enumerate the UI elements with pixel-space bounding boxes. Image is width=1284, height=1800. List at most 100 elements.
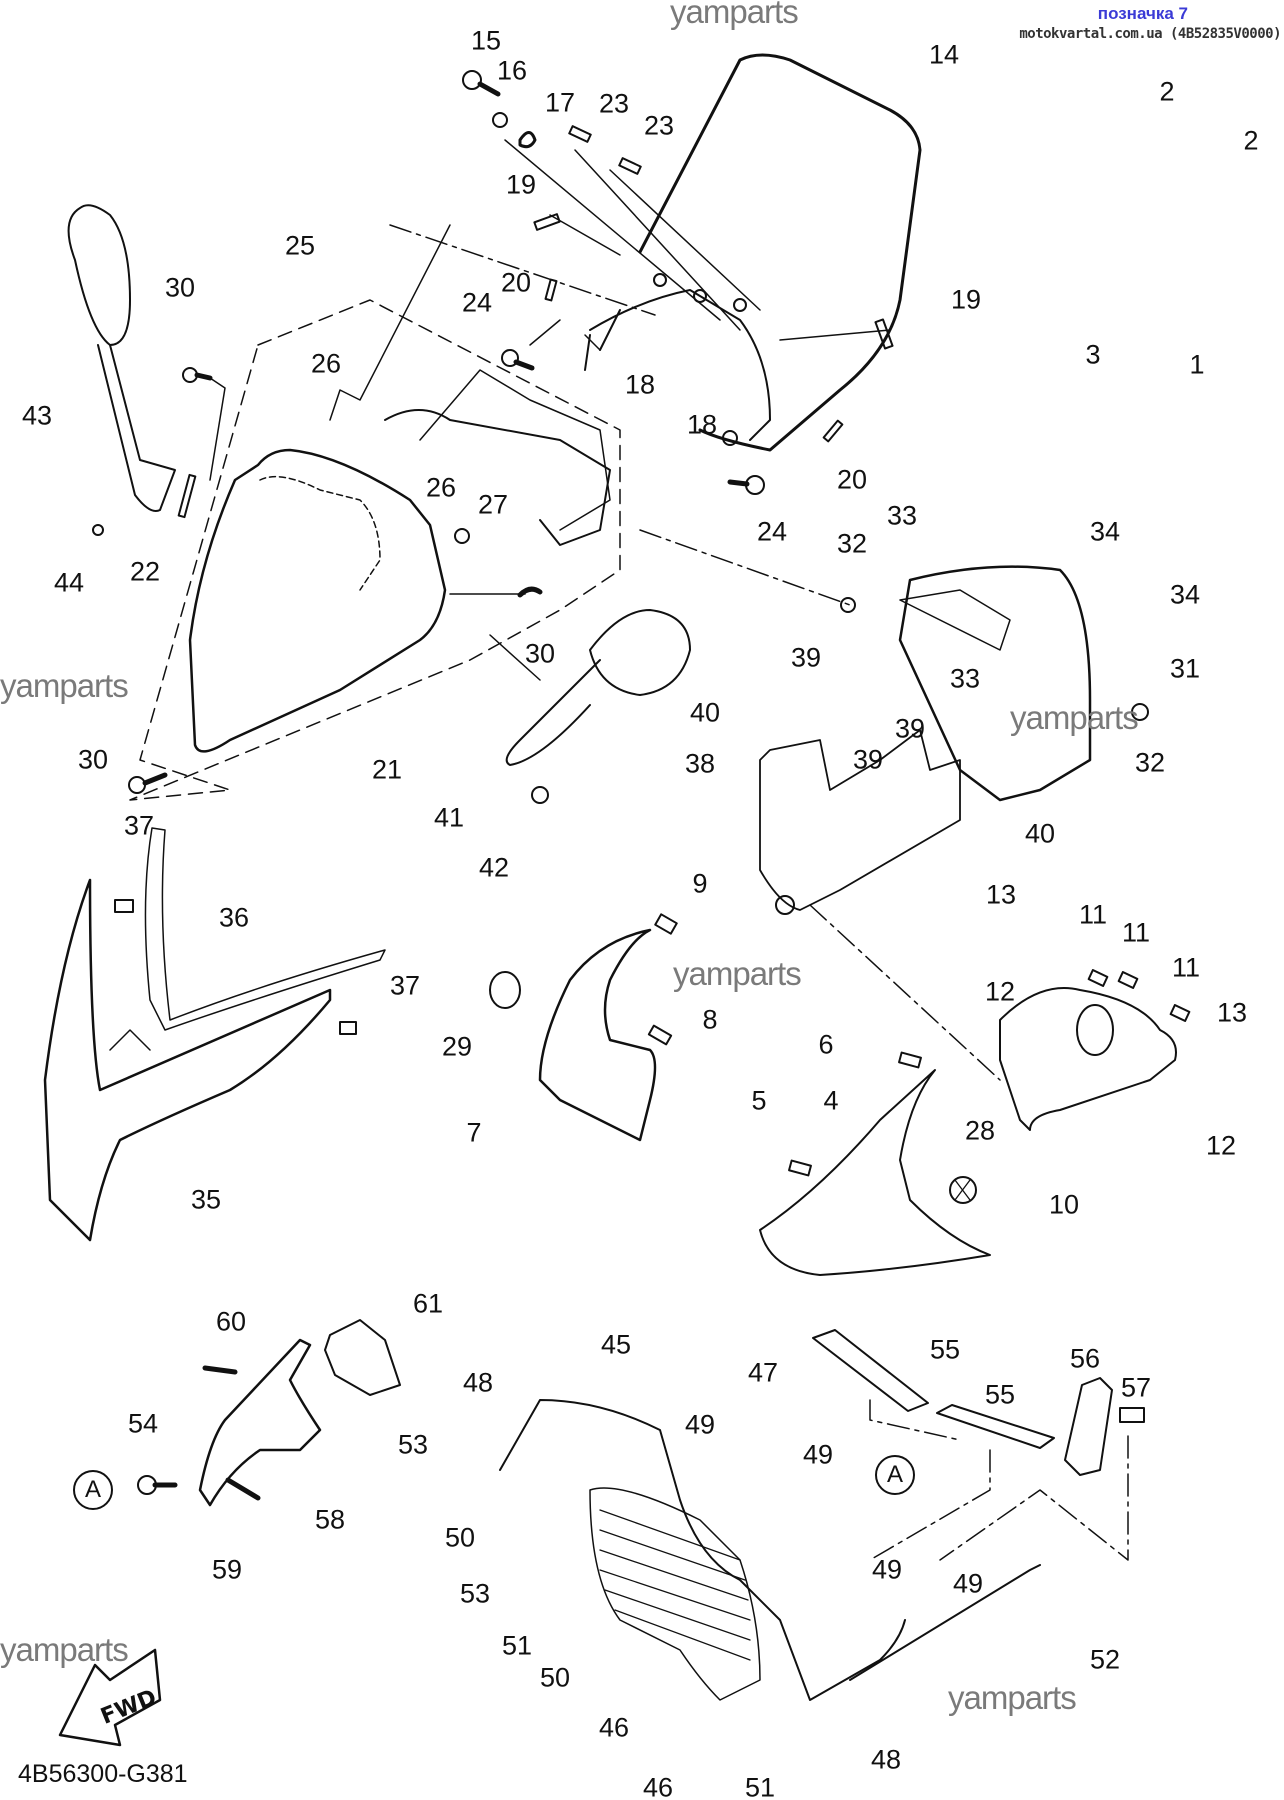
callout-24[interactable]: 24 (756, 516, 788, 547)
callout-58[interactable]: 58 (314, 1504, 346, 1535)
callout-52[interactable]: 52 (1089, 1644, 1121, 1675)
pad-11 (1117, 971, 1139, 989)
callout-44[interactable]: 44 (53, 567, 85, 598)
callout-23[interactable]: 23 (598, 88, 630, 119)
callout-26[interactable]: 26 (310, 348, 342, 379)
callout-19[interactable]: 19 (950, 284, 982, 315)
callout-51[interactable]: 51 (744, 1772, 776, 1800)
callout-18[interactable]: 18 (686, 409, 718, 440)
callout-50[interactable]: 50 (444, 1522, 476, 1553)
watermark: yamparts (948, 1679, 1077, 1716)
callout-35[interactable]: 35 (190, 1184, 222, 1215)
callout-23[interactable]: 23 (643, 110, 675, 141)
callout-39[interactable]: 39 (790, 642, 822, 673)
callout-47[interactable]: 47 (747, 1357, 779, 1388)
leader-line (639, 529, 851, 606)
callout-51[interactable]: 51 (501, 1630, 533, 1661)
callout-24[interactable]: 24 (461, 287, 493, 318)
callout-32[interactable]: 32 (836, 528, 868, 559)
callout-2[interactable]: 2 (1243, 125, 1259, 156)
callout-37[interactable]: 37 (123, 810, 155, 841)
callout-49[interactable]: 49 (802, 1439, 834, 1470)
screw-30-shank (194, 372, 213, 381)
callout-60[interactable]: 60 (215, 1306, 247, 1337)
callout-34[interactable]: 34 (1169, 579, 1201, 610)
callout-10[interactable]: 10 (1048, 1189, 1080, 1220)
callout-11[interactable]: 11 (1171, 952, 1201, 983)
callout-31[interactable]: 31 (1169, 653, 1201, 684)
callout-13[interactable]: 13 (985, 879, 1017, 910)
callout-5[interactable]: 5 (751, 1085, 767, 1116)
callout-19[interactable]: 19 (505, 169, 537, 200)
callout-33[interactable]: 33 (886, 500, 918, 531)
callout-25[interactable]: 25 (284, 230, 316, 261)
callout-42[interactable]: 42 (478, 852, 510, 883)
callout-40[interactable]: 40 (689, 697, 721, 728)
callout-8[interactable]: 8 (702, 1004, 718, 1035)
callout-13[interactable]: 13 (1216, 997, 1248, 1028)
callout-3[interactable]: 3 (1085, 339, 1101, 370)
callout-12[interactable]: 12 (1205, 1130, 1237, 1161)
callout-16[interactable]: 16 (496, 55, 528, 86)
callout-15[interactable]: 15 (470, 25, 502, 56)
callout-33[interactable]: 33 (949, 663, 981, 694)
callout-7[interactable]: 7 (466, 1117, 482, 1148)
callout-30[interactable]: 30 (164, 272, 196, 303)
callout-21[interactable]: 21 (371, 754, 403, 785)
callout-9[interactable]: 9 (692, 868, 708, 899)
fwd-arrow-outline (58, 1648, 162, 1747)
pad-20 (544, 278, 558, 302)
callout-46[interactable]: 46 (598, 1712, 630, 1743)
callout-49[interactable]: 49 (871, 1554, 903, 1585)
callout-43[interactable]: 43 (21, 400, 53, 431)
bolt-15-shank (477, 81, 501, 97)
callout-40[interactable]: 40 (1024, 818, 1056, 849)
callout-32[interactable]: 32 (1134, 747, 1166, 778)
callout-48[interactable]: 48 (870, 1744, 902, 1775)
callout-6[interactable]: 6 (818, 1029, 834, 1060)
callout-17[interactable]: 17 (544, 87, 576, 118)
callout-59[interactable]: 59 (211, 1554, 243, 1585)
callout-38[interactable]: 38 (684, 748, 716, 779)
callout-53[interactable]: 53 (459, 1578, 491, 1609)
callout-36[interactable]: 36 (218, 902, 250, 933)
callout-39[interactable]: 39 (894, 713, 926, 744)
callout-1[interactable]: 1 (1189, 349, 1205, 380)
callout-4[interactable]: 4 (823, 1085, 839, 1116)
callout-20[interactable]: 20 (836, 464, 868, 495)
callout-56[interactable]: 56 (1069, 1343, 1101, 1374)
callout-61[interactable]: 61 (412, 1288, 444, 1319)
callout-30[interactable]: 30 (524, 638, 556, 669)
callout-14[interactable]: 14 (928, 39, 960, 70)
callout-2[interactable]: 2 (1159, 76, 1175, 107)
callout-22[interactable]: 22 (129, 556, 161, 587)
callout-49[interactable]: 49 (684, 1409, 716, 1440)
callout-26[interactable]: 26 (425, 472, 457, 503)
callout-20[interactable]: 20 (500, 267, 532, 298)
leader-line (389, 224, 656, 316)
callout-41[interactable]: 41 (433, 802, 465, 833)
callout-39[interactable]: 39 (852, 744, 884, 775)
side-cowling-35 (43, 878, 332, 1242)
callout-57[interactable]: 57 (1120, 1372, 1152, 1403)
callout-18[interactable]: 18 (624, 369, 656, 400)
callout-29[interactable]: 29 (441, 1031, 473, 1062)
callout-27[interactable]: 27 (477, 489, 509, 520)
screw-30 (128, 776, 146, 794)
callout-46[interactable]: 46 (642, 1772, 674, 1800)
callout-50[interactable]: 50 (539, 1662, 571, 1693)
callout-28[interactable]: 28 (964, 1115, 996, 1146)
callout-55[interactable]: 55 (984, 1379, 1016, 1410)
callout-34[interactable]: 34 (1089, 516, 1121, 547)
callout-48[interactable]: 48 (462, 1367, 494, 1398)
callout-12[interactable]: 12 (984, 976, 1016, 1007)
callout-11[interactable]: 11 (1078, 899, 1108, 930)
callout-53[interactable]: 53 (397, 1429, 429, 1460)
callout-45[interactable]: 45 (600, 1329, 632, 1360)
callout-30[interactable]: 30 (77, 744, 109, 775)
callout-37[interactable]: 37 (389, 970, 421, 1001)
callout-11[interactable]: 11 (1121, 917, 1151, 948)
callout-49[interactable]: 49 (952, 1568, 984, 1599)
callout-54[interactable]: 54 (127, 1408, 159, 1439)
callout-55[interactable]: 55 (929, 1334, 961, 1365)
